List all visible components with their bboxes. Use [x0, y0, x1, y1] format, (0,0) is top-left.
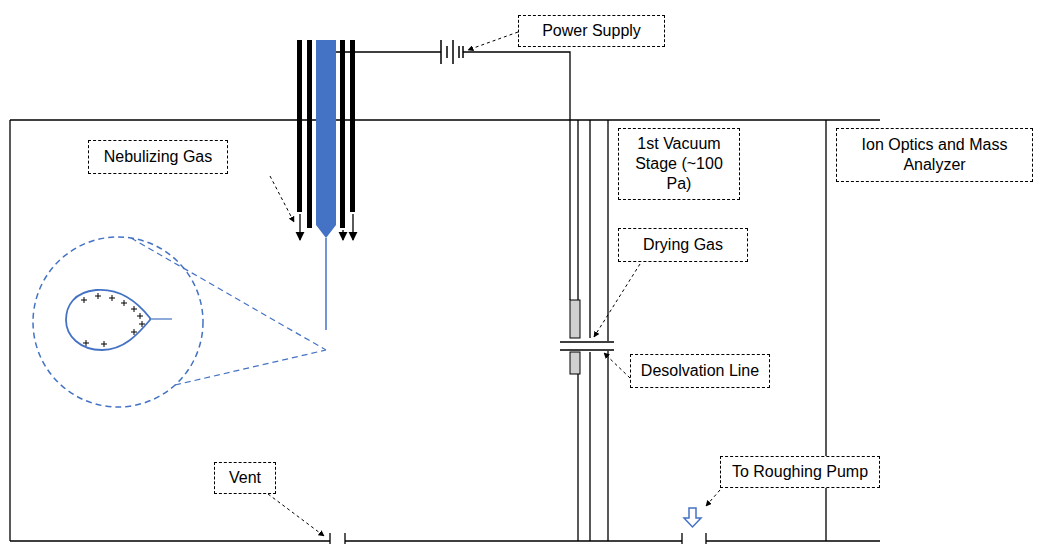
- interface-wall: [589, 120, 590, 541]
- charge-mark: [131, 329, 137, 335]
- label-box: Nebulizing Gas: [88, 140, 228, 174]
- emitter: [297, 40, 355, 330]
- charge-mark: [109, 295, 115, 301]
- charge-mark: [83, 340, 89, 346]
- label-box: Ion Optics and Mass Analyzer: [836, 128, 1033, 182]
- charge-mark: [121, 300, 127, 306]
- charge-mark: [139, 321, 145, 327]
- leader-line: [268, 32, 720, 536]
- label-box: Vent: [214, 462, 276, 494]
- charge-mark: [81, 297, 87, 303]
- box-label: Nebulizing Gas: [104, 147, 213, 167]
- box-label: Vent: [229, 468, 261, 488]
- counter-plate: [570, 352, 580, 374]
- label-box: Power Supply: [518, 15, 665, 47]
- housing-bottom: [10, 540, 880, 541]
- charge-mark: [131, 306, 137, 312]
- battery-symbol: [441, 40, 463, 64]
- label-box: Desolvation Line: [630, 354, 770, 388]
- pump-arrow: [684, 508, 701, 527]
- charge-mark: [95, 293, 101, 299]
- vacuum-wall: [607, 120, 608, 541]
- pump-port: [682, 533, 706, 544]
- box-label: Drying Gas: [643, 235, 723, 255]
- label-box: 1st Vacuum Stage (~100 Pa): [618, 128, 740, 200]
- label-box: To Roughing Pump: [720, 456, 880, 488]
- label-box: Drying Gas: [618, 228, 748, 262]
- gas-flow-arrow: [300, 214, 353, 240]
- box-label: Power Supply: [542, 21, 641, 41]
- supply-wire: [334, 52, 570, 300]
- box-label: Desolvation Line: [641, 361, 759, 381]
- housing-top: [10, 119, 880, 120]
- charge-mark: [137, 313, 143, 319]
- counter-plate: [570, 300, 580, 338]
- desolvation-tube: [560, 342, 614, 350]
- box-label: To Roughing Pump: [732, 462, 868, 482]
- droplet-magnifier: [33, 237, 326, 407]
- housing-left: [9, 120, 10, 541]
- vent-port: [330, 533, 345, 544]
- charge-mark: [101, 341, 107, 347]
- box-label: 1st Vacuum Stage (~100 Pa): [627, 134, 731, 194]
- box-label: Ion Optics and Mass Analyzer: [845, 135, 1024, 175]
